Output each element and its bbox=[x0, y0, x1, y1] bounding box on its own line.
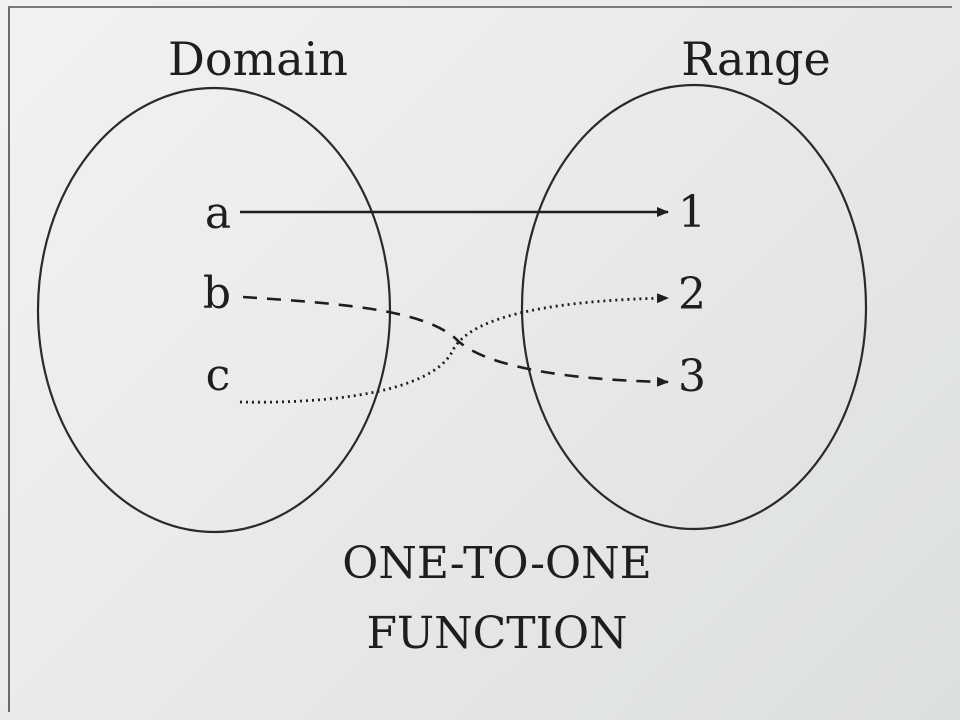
domain-item-a: a bbox=[205, 188, 231, 239]
domain-item-c: c bbox=[206, 350, 231, 401]
arrow-c-to-2 bbox=[239, 293, 669, 404]
range-item-1: 1 bbox=[678, 187, 706, 238]
range-item-2: 2 bbox=[678, 269, 706, 320]
caption-line-1: ONE-TO-ONE bbox=[342, 538, 651, 589]
domain-ellipse bbox=[36, 86, 392, 534]
range-item-3: 3 bbox=[678, 351, 706, 402]
range-title: Range bbox=[681, 32, 830, 86]
caption-line-2: FUNCTION bbox=[366, 608, 627, 659]
range-ellipse bbox=[520, 83, 868, 531]
figure-border bbox=[8, 6, 952, 712]
arrow-b-to-3 bbox=[242, 295, 669, 387]
domain-item-b: b bbox=[203, 268, 231, 319]
domain-title: Domain bbox=[168, 32, 348, 86]
